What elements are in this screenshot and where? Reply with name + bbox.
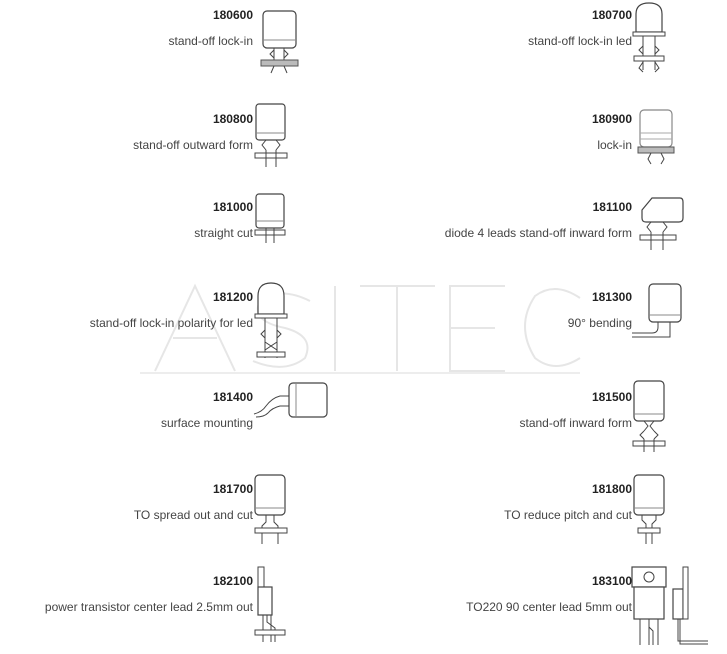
component-code: 181700 — [212, 482, 253, 496]
component-description: stand-off lock-in — [168, 34, 254, 48]
capacitor-lockin-icon — [637, 109, 675, 167]
component-code: 181400 — [212, 390, 253, 404]
power-transistor-icon — [253, 566, 289, 646]
component-181300: 181300 90° bending — [360, 290, 632, 370]
component-180900: 180900 lock-in — [360, 112, 632, 192]
capacitor-standoff-inward-icon — [632, 380, 666, 454]
component-code: 182100 — [212, 574, 253, 588]
capacitor-surface-mount-icon — [252, 380, 332, 420]
component-description: stand-off lock-in polarity for led — [89, 316, 253, 330]
component-description: stand-off outward form — [133, 138, 253, 152]
component-code: 181500 — [591, 390, 632, 404]
component-code: 180800 — [212, 112, 253, 126]
component-180800: 180800 stand-off outward form — [0, 112, 253, 192]
component-code: 181800 — [591, 482, 632, 496]
component-code: 180900 — [591, 112, 632, 126]
component-181100: 181100 diode 4 leads stand-off inward fo… — [360, 200, 632, 280]
component-180700: 180700 stand-off lock-in led — [360, 8, 632, 88]
capacitor-standoff-outward-icon — [254, 103, 288, 167]
component-181400: 181400 surface mounting — [0, 390, 253, 470]
component-description: stand-off inward form — [519, 416, 633, 430]
component-description: TO reduce pitch and cut — [504, 508, 632, 522]
component-description: diode 4 leads stand-off inward form — [444, 226, 632, 240]
component-code: 180700 — [591, 8, 632, 22]
led-polarity-icon — [254, 282, 288, 362]
to220-icon — [630, 565, 710, 649]
component-description: power transistor center lead 2.5mm out — [44, 600, 253, 614]
diode-4-leads-icon — [638, 196, 684, 252]
component-code: 181000 — [212, 200, 253, 214]
component-code: 183100 — [591, 574, 632, 588]
component-181500: 181500 stand-off inward form — [360, 390, 633, 470]
component-code: 181300 — [591, 290, 632, 304]
component-code: 181200 — [212, 290, 253, 304]
component-description: TO220 90 center lead 5mm out — [466, 600, 632, 614]
component-description: stand-off lock-in led — [528, 34, 632, 48]
capacitor-standoff-lockin-icon — [260, 10, 300, 75]
component-180600: 180600 stand-off lock-in — [0, 8, 254, 88]
component-182100: 182100 power transistor center lead 2.5m… — [0, 574, 253, 654]
capacitor-spread-cut-icon — [253, 474, 289, 546]
component-description: 90° bending — [567, 316, 632, 330]
capacitor-reduce-pitch-icon — [632, 474, 666, 546]
led-standoff-lockin-icon — [632, 2, 666, 74]
component-description: TO spread out and cut — [133, 508, 253, 522]
component-description: straight cut — [194, 226, 253, 240]
component-description: surface mounting — [160, 416, 253, 430]
component-181700: 181700 TO spread out and cut — [0, 482, 253, 562]
component-181200: 181200 stand-off lock-in polarity for le… — [0, 290, 253, 370]
component-181800: 181800 TO reduce pitch and cut — [360, 482, 632, 562]
component-description: lock-in — [597, 138, 632, 152]
capacitor-straight-cut-icon — [254, 193, 286, 245]
component-181000: 181000 straight cut — [0, 200, 253, 280]
capacitor-90-bending-icon — [630, 283, 686, 341]
component-183100: 183100 TO220 90 center lead 5mm out — [360, 574, 632, 654]
component-code: 181100 — [592, 200, 632, 214]
component-code: 180600 — [212, 8, 253, 22]
